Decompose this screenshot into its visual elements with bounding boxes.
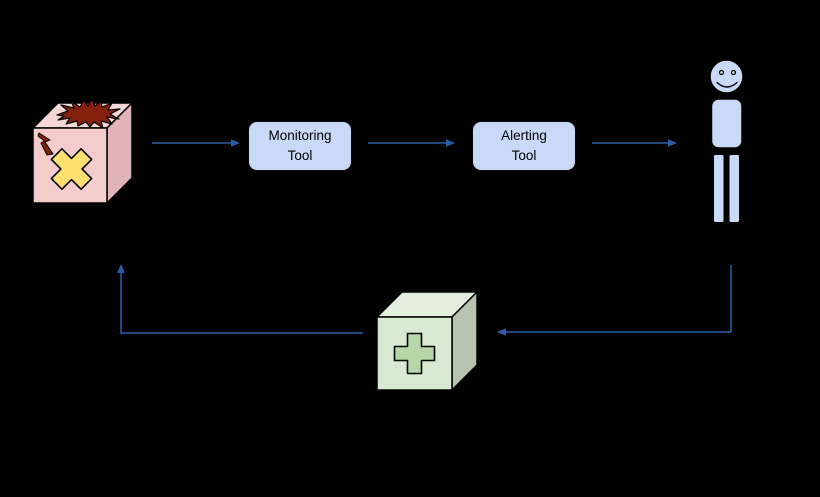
arrow-person-to-fix bbox=[497, 265, 732, 336]
plus-icon bbox=[393, 332, 436, 375]
broken-system-cube bbox=[32, 98, 133, 204]
monitoring-tool-node: Monitoring Tool bbox=[248, 121, 352, 171]
smiley-face-icon bbox=[716, 81, 738, 88]
arrowhead-icon bbox=[117, 264, 125, 273]
arrow-monitoring-to-alerting bbox=[368, 139, 455, 147]
lightning-icon bbox=[37, 132, 54, 156]
arrowhead-icon bbox=[231, 139, 240, 147]
person-leg-left bbox=[714, 155, 724, 222]
arrowhead-icon bbox=[446, 139, 455, 147]
arrow-alerting-to-person bbox=[592, 139, 677, 147]
alerting-tool-node: Alerting Tool bbox=[472, 121, 576, 171]
person-head bbox=[709, 59, 744, 94]
person-figure bbox=[709, 59, 744, 222]
arrow-line bbox=[505, 265, 732, 333]
alerting-tool-label: Alerting Tool bbox=[501, 128, 547, 163]
arrowhead-icon bbox=[497, 328, 506, 336]
fix-cube bbox=[376, 291, 478, 391]
person-eye-right bbox=[730, 69, 737, 76]
person-torso bbox=[710, 98, 743, 149]
arrow-system-to-monitoring bbox=[152, 139, 240, 147]
monitoring-tool-label: Monitoring Tool bbox=[268, 128, 332, 163]
x-cross-icon bbox=[50, 148, 93, 190]
arrow-line bbox=[120, 272, 363, 334]
explosion-icon bbox=[56, 98, 121, 129]
arrow-fix-to-system bbox=[117, 264, 363, 334]
person-leg-right bbox=[729, 155, 739, 222]
person-eye-left bbox=[718, 69, 725, 76]
arrowhead-icon bbox=[668, 139, 677, 147]
